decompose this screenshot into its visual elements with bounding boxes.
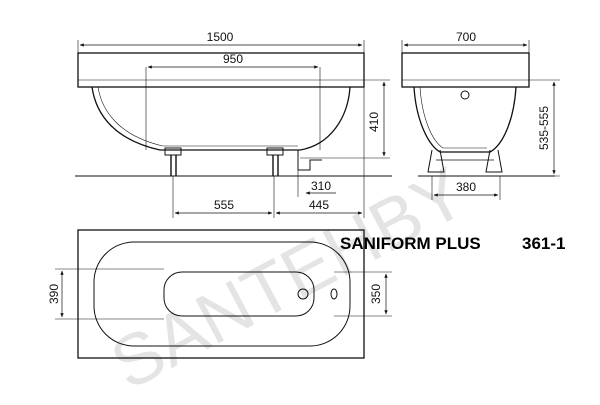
top-view: 390 350 (47, 229, 392, 359)
watermark: SANTEHBY (99, 152, 479, 405)
dim-foot-spacing: 950 (223, 52, 243, 66)
dim-length: 1500 (207, 30, 234, 44)
dim-waste-offset: 445 (309, 198, 329, 212)
product-model: 361-1 (522, 234, 565, 253)
dim-width: 700 (456, 30, 476, 44)
end-view: 700 535-555 380 (401, 30, 560, 200)
product-name: SANIFORM PLUS (340, 234, 481, 253)
dim-foot-offset: 555 (214, 198, 234, 212)
dim-outer-width: 390 (47, 284, 61, 304)
dim-waste-height: 310 (311, 179, 331, 193)
dim-foot-width: 380 (456, 180, 476, 194)
dim-height: 535-555 (537, 106, 551, 150)
dim-inner-width: 350 (369, 284, 383, 304)
dim-depth: 410 (367, 112, 381, 132)
side-view: 1500 950 410 310 555 445 (75, 30, 392, 218)
